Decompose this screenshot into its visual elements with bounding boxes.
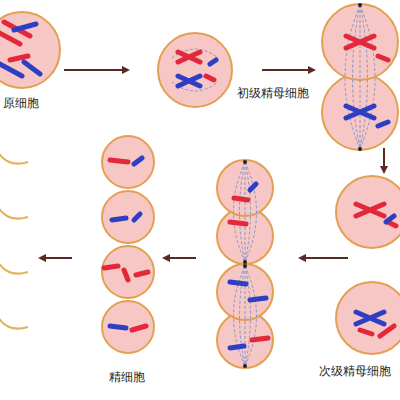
stage-label: 精细胞 (108, 370, 146, 385)
stage-label: 次级精母细胞 (318, 364, 392, 379)
stage-label: 原细胞 (2, 96, 40, 111)
stage-label: 初级精母细胞 (236, 86, 310, 101)
